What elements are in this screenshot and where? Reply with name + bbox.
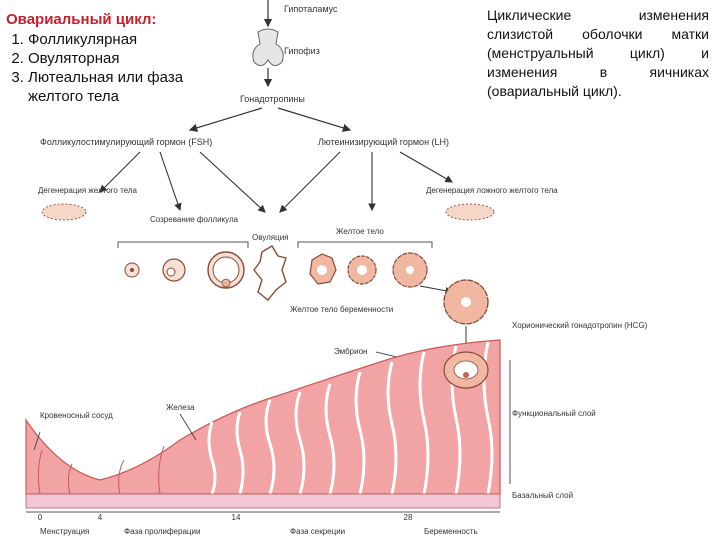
follicle-bracket — [117, 241, 249, 248]
gland-pointer — [179, 413, 197, 441]
phase-pregnancy: Беременность — [424, 527, 478, 536]
fsh-label: Фолликулостимулирующий гормон (FSH) — [40, 137, 212, 147]
degeneration-corpus-label: Дегенерация желтого тела — [38, 186, 137, 195]
day-tick-0: 0 — [38, 513, 43, 522]
corpus-luteum-stage-2-icon — [347, 255, 377, 285]
degenerating-follicle-icon — [41, 203, 87, 221]
day-tick-4: 4 — [98, 513, 103, 522]
pregnancy-corpus-icon — [443, 279, 489, 325]
arrow-fsh-maturation — [159, 151, 182, 212]
hypothalamus-label: Гипоталамус — [284, 4, 338, 14]
arrow-fsh-degeneration — [99, 151, 141, 193]
basal-layer-label: Базальный слой — [512, 491, 573, 500]
phase-item-ovulatory: Овуляторная — [28, 49, 236, 68]
ovarian-cycle-heading: Овариальный цикл: — [6, 11, 157, 28]
functional-layer-label: Функциональный слой — [512, 409, 596, 418]
blood-vessel-label: Кровеносный сосуд — [40, 411, 113, 420]
day-tick-14: 14 — [232, 513, 241, 522]
arrow-fsh-ovulation — [199, 151, 266, 213]
hcg-label: Хорионический гонадотропин (HCG) — [512, 321, 648, 330]
ovarian-phase-list: Фолликулярная Овуляторная Лютеальная или… — [6, 30, 236, 106]
phase-item-luteal: Лютеальная или фаза желтого тела — [28, 68, 236, 106]
lh-arrow — [277, 107, 352, 132]
corpus-luteum-stage-3-icon — [392, 252, 428, 288]
fsh-arrow — [188, 107, 263, 132]
arrow-lh-degeneration — [399, 151, 453, 183]
cycle-description: Циклические изменения слизистой оболочки… — [487, 7, 709, 99]
arrow-lh-ovulation — [279, 151, 341, 213]
blood-vessel-pointer — [33, 431, 41, 451]
ovulating-follicle-icon — [253, 245, 287, 301]
lh-label: Лютеинизирующий гормон (LH) — [318, 137, 449, 147]
gonadotropins-label: Гонадотропины — [240, 94, 305, 104]
pituitary-shape — [252, 28, 284, 66]
day-tick-28: 28 — [404, 513, 413, 522]
basal-layer — [25, 493, 501, 509]
phase-menstruation: Менструация — [40, 527, 89, 536]
gland-label: Железа — [166, 403, 195, 412]
phase-proliferation: Фаза пролиферации — [124, 527, 200, 536]
ovulation-label: Овуляция — [252, 233, 289, 242]
phase-item-follicular: Фолликулярная — [28, 30, 236, 49]
embryo-icon — [443, 351, 489, 389]
corpus-luteum-label: Желтое тело — [336, 227, 384, 236]
ovarian-cycle-title-block: Овариальный цикл: Фолликулярная Овулятор… — [6, 10, 236, 106]
pituitary-label: Гипофиз — [284, 46, 320, 56]
endometrium-layer — [25, 339, 501, 495]
embryo-label: Эмбрион — [334, 347, 367, 356]
pregnancy-corpus-label: Желтое тело беременности — [290, 305, 393, 314]
follicle-stage-3-icon — [207, 251, 245, 289]
degenerating-false-corpus-icon — [445, 203, 495, 221]
corpus-luteum-stage-1-icon — [309, 253, 337, 285]
degeneration-false-label: Дегенерация ложного желтого тела — [426, 186, 558, 195]
follicle-stage-1-icon — [124, 262, 140, 278]
follicle-maturation-label: Созревание фолликула — [150, 215, 239, 224]
phase-secretion: Фаза секреции — [290, 527, 345, 536]
corpus-bracket — [297, 241, 433, 248]
follicle-stage-2-icon — [162, 258, 186, 282]
